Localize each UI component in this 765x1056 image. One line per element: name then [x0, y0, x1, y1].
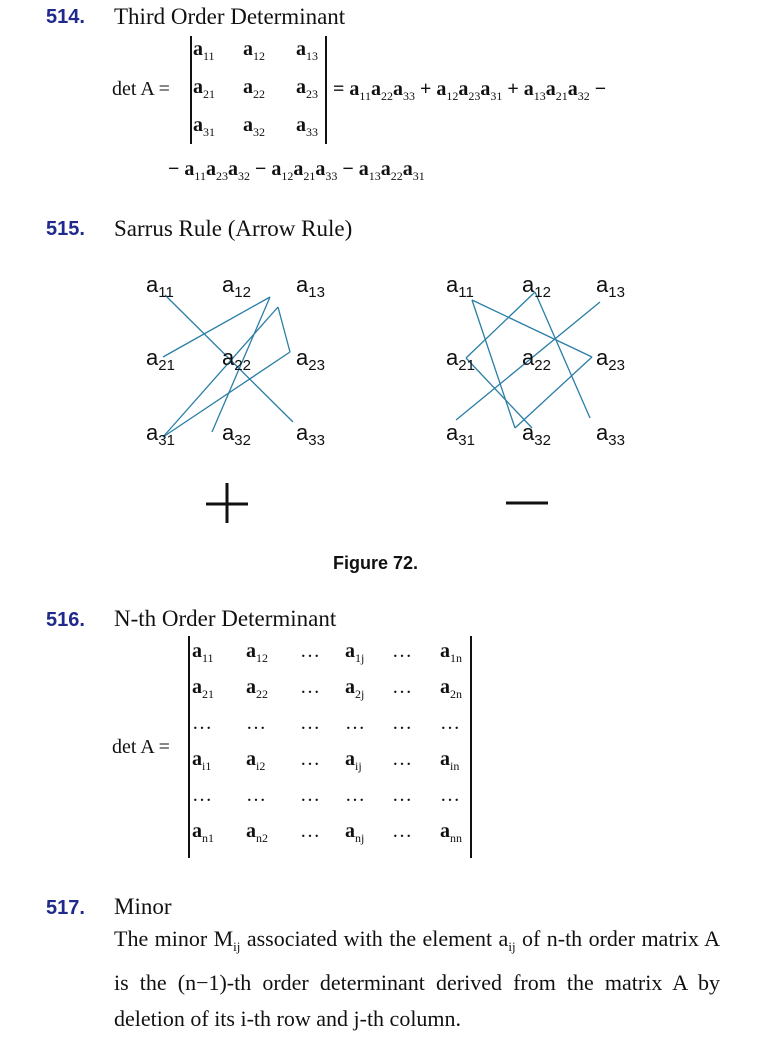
matrix-element: …	[392, 712, 412, 734]
determinant-bar-right	[325, 36, 327, 144]
matrix-element: …	[246, 712, 266, 734]
section-title: Minor	[114, 894, 172, 919]
plus-sign	[206, 483, 248, 523]
matrix-element: …	[440, 712, 460, 734]
matrix-element: anj	[345, 820, 365, 845]
matrix-element: a1n	[440, 640, 462, 665]
sarrus-element: a12	[522, 272, 551, 301]
sarrus-element: a22	[222, 345, 251, 374]
sarrus-element: a11	[446, 272, 474, 301]
matrix-element: a1j	[345, 640, 365, 665]
sarrus-element: a33	[596, 420, 625, 449]
expansion-line-2: − a11a23a32 − a12a21a33 − a13a22a31	[168, 158, 425, 183]
sarrus-element: a23	[596, 345, 625, 374]
matrix-element: a2j	[345, 676, 365, 701]
matrix-element: a22	[246, 676, 268, 701]
matrix-element: …	[246, 784, 266, 806]
section-number: 515.	[46, 218, 85, 240]
matrix-element: a12	[243, 38, 265, 63]
sarrus-element: a11	[146, 272, 174, 301]
matrix-element: a21	[192, 676, 214, 701]
sarrus-element: a31	[446, 420, 475, 449]
matrix-element: an2	[246, 820, 268, 845]
matrix-element: …	[300, 640, 320, 662]
section-title: N-th Order Determinant	[114, 606, 337, 631]
matrix-element: a23	[296, 76, 318, 101]
matrix-element: ain	[440, 748, 460, 773]
minus-diagram: a11 a12 a13 a21 a22 a23 a31 a32 a33	[446, 272, 625, 505]
matrix-element: …	[300, 784, 320, 806]
sarrus-element: a21	[146, 345, 175, 374]
determinant-bar-left	[190, 36, 192, 144]
sarrus-element: a21	[446, 345, 475, 374]
expansion-line-1: = a11a22a33 + a12a23a31 + a13a21a32 −	[333, 78, 607, 103]
matrix-element: a31	[193, 114, 215, 139]
matrix-element: aij	[345, 748, 362, 773]
determinant-bar-right	[470, 636, 472, 858]
sarrus-element: a23	[296, 345, 325, 374]
matrix-element: …	[300, 712, 320, 734]
matrix-element: a22	[243, 76, 265, 101]
sarrus-element: a33	[296, 420, 325, 449]
matrix-element: a32	[243, 114, 265, 139]
matrix-element: a33	[296, 114, 318, 139]
matrix-element: …	[392, 640, 412, 662]
sarrus-element: a32	[222, 420, 251, 449]
matrix-element: …	[392, 784, 412, 806]
sarrus-element: a32	[522, 420, 551, 449]
matrix-element: ann	[440, 820, 462, 845]
matrix-element: …	[192, 784, 212, 806]
matrix-element: a11	[193, 38, 215, 63]
section-number: 517.	[46, 897, 85, 919]
sarrus-element: a12	[222, 272, 251, 301]
det-label: det A =	[112, 736, 170, 758]
section-number: 514.	[46, 6, 85, 28]
matrix-element: …	[345, 784, 365, 806]
matrix-element: …	[300, 676, 320, 698]
plus-diagram: a11 a12 a13 a21 a22 a23 a31 a32 a33	[146, 272, 325, 523]
matrix-element: …	[192, 712, 212, 734]
sarrus-element: a13	[596, 272, 625, 301]
det-label: det A =	[112, 78, 170, 100]
section-number: 516.	[46, 609, 85, 631]
minus-arrows	[455, 291, 601, 429]
matrix-element: …	[392, 748, 412, 770]
matrix-element: …	[345, 712, 365, 734]
matrix-element: ai2	[246, 748, 266, 773]
section-title: Third Order Determinant	[114, 4, 346, 29]
matrix-element: ai1	[192, 748, 212, 773]
section-title: Sarrus Rule (Arrow Rule)	[114, 216, 353, 241]
matrix-element: a11	[192, 640, 214, 665]
sarrus-element: a22	[522, 345, 551, 374]
matrix-element: …	[440, 784, 460, 806]
matrix-element: a13	[296, 38, 318, 63]
matrix-element: …	[300, 820, 320, 842]
plus-arrows	[162, 294, 294, 438]
determinant-bar-left	[188, 636, 190, 858]
matrix-element: …	[392, 820, 412, 842]
minor-definition: The minor Mij associated with the elemen…	[114, 926, 720, 1031]
matrix-element: a21	[193, 76, 215, 101]
matrix-element: an1	[192, 820, 214, 845]
matrix-element: a2n	[440, 676, 462, 701]
sarrus-element: a31	[146, 420, 175, 449]
matrix-element: a12	[246, 640, 268, 665]
sarrus-element: a13	[296, 272, 325, 301]
sarrus-diagram: a11 a12 a13 a21 a22 a23 a31 a32 a33 a11 …	[146, 272, 625, 523]
matrix-element: …	[392, 676, 412, 698]
figure-caption: Figure 72.	[333, 553, 419, 573]
matrix-element: …	[300, 748, 320, 770]
